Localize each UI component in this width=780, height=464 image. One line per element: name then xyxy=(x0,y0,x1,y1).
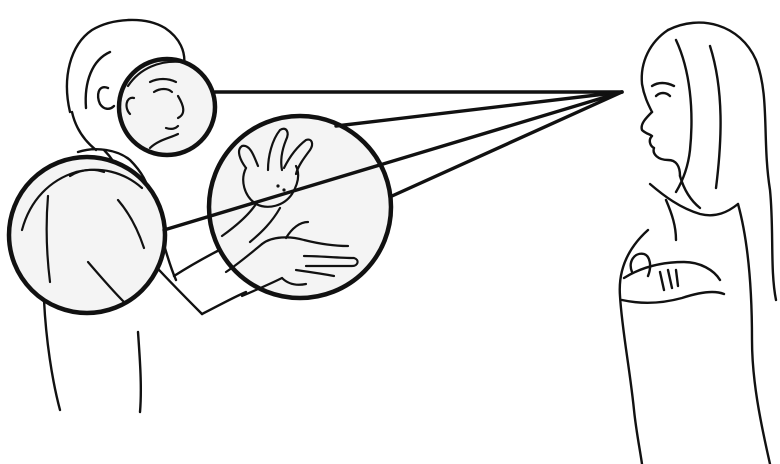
observer-arm-top xyxy=(624,262,720,280)
signer-ear xyxy=(98,87,114,109)
palm-dot-1 xyxy=(276,184,279,187)
observer-torso-front xyxy=(620,230,648,464)
sightline-to-hands-top xyxy=(336,92,622,126)
face-focus-circle xyxy=(119,59,215,155)
observer-eye xyxy=(656,93,670,96)
signer-neck-back xyxy=(72,112,96,150)
observer-hair-strand-2 xyxy=(710,46,721,188)
observer-hair-front xyxy=(642,30,668,112)
observer-figure xyxy=(620,23,776,464)
observer-brow xyxy=(652,83,674,86)
observer-collar-fold xyxy=(666,200,676,240)
sightline-to-hands-bottom xyxy=(392,92,622,196)
observer-torso-back xyxy=(738,204,770,464)
signer-lower-line xyxy=(138,332,141,412)
observer-collar xyxy=(650,184,738,215)
observer-arm-bottom xyxy=(622,292,724,303)
body-focus-circle xyxy=(9,157,165,313)
observer-fingers xyxy=(660,270,678,290)
face-lens xyxy=(119,59,215,155)
palm-dot-2 xyxy=(282,188,285,191)
signer-sleeve xyxy=(202,292,246,314)
observer-face xyxy=(642,112,680,176)
body-lens xyxy=(9,157,165,313)
